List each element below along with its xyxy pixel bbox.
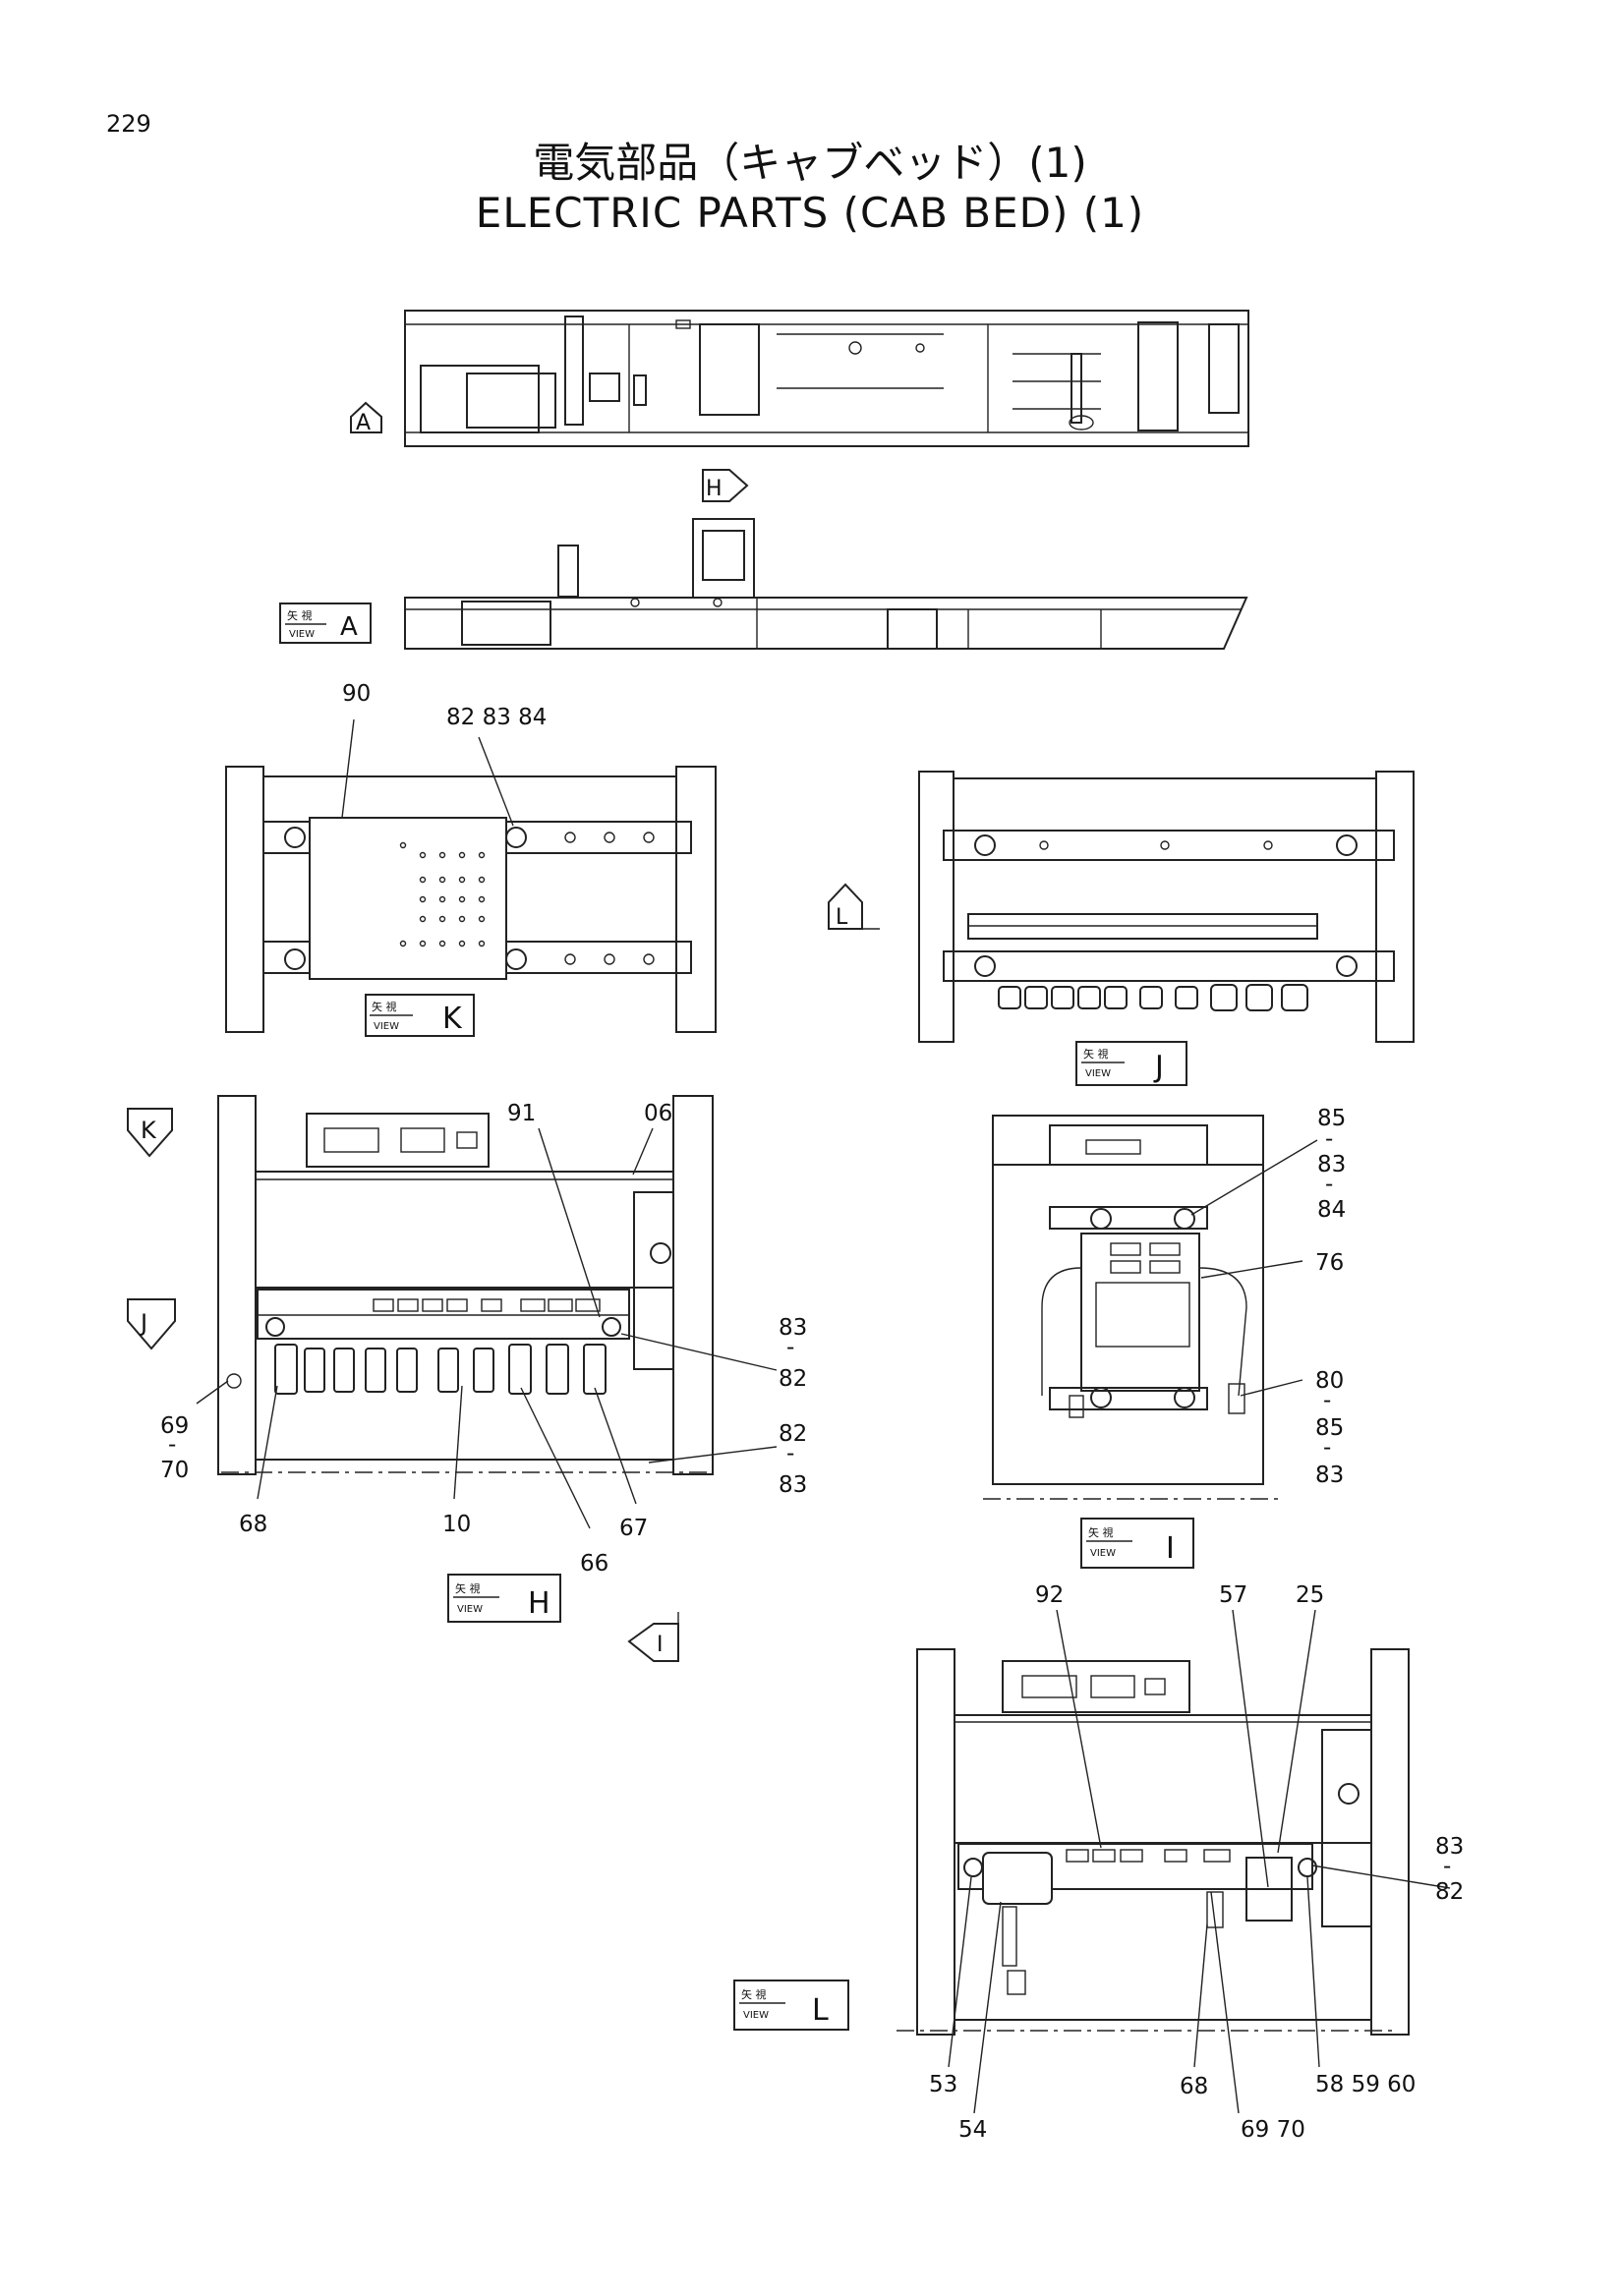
callout-dash-i-a: -	[1325, 1126, 1333, 1152]
view-l-en: VIEW	[743, 2010, 769, 2021]
view-j-letter: J	[1153, 1050, 1164, 1084]
view-label-i: 矢 視 VIEW I	[1080, 1518, 1194, 1569]
view-label-l: 矢 視 VIEW L	[733, 1980, 849, 2031]
arrow-view-k: K	[127, 1108, 173, 1158]
callout-dash-h-c: -	[786, 1441, 794, 1466]
callout-83b-i: 83	[1315, 1463, 1344, 1488]
title-japanese: 電気部品（キャブベッド）(1)	[533, 139, 1087, 187]
page-number: 229	[106, 110, 151, 138]
callout-68-h: 68	[239, 1512, 267, 1537]
callout-82-h: 82	[779, 1366, 807, 1392]
arrow-j-label: J	[139, 1309, 147, 1337]
callout-68-l: 68	[1180, 2074, 1208, 2099]
callout-82-l: 82	[1435, 1879, 1464, 1905]
arrow-h-label: H	[706, 477, 723, 501]
callout-83-h: 83	[779, 1315, 807, 1341]
callout-dash-i-d: -	[1323, 1435, 1331, 1461]
callout-dash-h-b: -	[168, 1432, 176, 1458]
callout-82b-h: 82	[779, 1421, 807, 1447]
arrow-l-label: L	[836, 905, 848, 930]
callout-76-i: 76	[1315, 1250, 1344, 1276]
view-a-jp: 矢 視	[287, 608, 313, 622]
view-j-drawing	[918, 771, 1415, 1043]
callout-83b-h: 83	[779, 1472, 807, 1498]
callout-66-h: 66	[580, 1551, 608, 1577]
top-plan-view	[404, 310, 1249, 447]
view-h-jp: 矢 視	[455, 1581, 481, 1595]
callout-85b-i: 85	[1315, 1415, 1344, 1441]
callout-dash-l: -	[1443, 1854, 1451, 1879]
arrow-i-label: I	[657, 1633, 664, 1657]
callout-57-l: 57	[1219, 1582, 1247, 1608]
callout-dash-h-a: -	[786, 1335, 794, 1360]
view-a-en: VIEW	[289, 629, 315, 640]
view-k-letter: K	[442, 1002, 463, 1036]
view-l-letter: L	[812, 1993, 829, 2028]
arrow-k-label: K	[141, 1117, 157, 1144]
arrow-a-label: A	[356, 411, 371, 435]
arrow-view-j: J	[127, 1298, 176, 1350]
arrow-view-l: L	[828, 883, 880, 930]
side-view-a	[404, 518, 1248, 650]
arrow-view-h: H	[702, 469, 749, 502]
callout-69-h: 69	[160, 1413, 189, 1439]
view-h-en: VIEW	[457, 1604, 483, 1615]
callout-53-l: 53	[929, 2072, 957, 2097]
view-k-jp: 矢 視	[372, 1000, 397, 1013]
view-j-jp: 矢 視	[1083, 1047, 1109, 1061]
view-l-drawing: 92 57 25 83 - 82 53 54 68 69 70 58 59 60	[897, 1582, 1464, 2143]
callout-69-70-l: 69 70	[1241, 2117, 1305, 2143]
view-i-jp: 矢 視	[1088, 1525, 1114, 1539]
callout-25-l: 25	[1296, 1582, 1324, 1608]
callout-91: 91	[507, 1101, 536, 1126]
view-i-letter: I	[1166, 1531, 1175, 1566]
view-h-letter: H	[528, 1586, 550, 1621]
view-l-jp: 矢 視	[741, 1987, 767, 2001]
callout-83-i: 83	[1317, 1152, 1346, 1177]
callout-67-h: 67	[619, 1516, 648, 1541]
view-h-drawing: 91 06 83 - 82 69 - 70 82 - 83 68 10 67 6…	[160, 1095, 807, 1577]
callout-84-i: 84	[1317, 1197, 1346, 1223]
callout-70-h: 70	[160, 1458, 189, 1483]
callout-90: 90	[342, 681, 371, 707]
callout-06: 06	[644, 1101, 672, 1126]
view-i-drawing: 85 - 83 - 84 76 80 - 85 - 83	[983, 1106, 1346, 1500]
view-a-letter: A	[340, 612, 358, 642]
callout-dash-i-c: -	[1323, 1388, 1331, 1413]
view-label-h: 矢 視 VIEW H	[447, 1574, 561, 1623]
view-i-en: VIEW	[1090, 1548, 1116, 1559]
callout-83-l: 83	[1435, 1834, 1464, 1860]
callout-82-83-84: 82 83 84	[446, 705, 547, 730]
arrow-view-a: A	[350, 401, 382, 435]
callout-80-i: 80	[1315, 1368, 1344, 1394]
view-label-j: 矢 視 VIEW J	[1075, 1041, 1187, 1086]
callout-10-h: 10	[442, 1512, 471, 1537]
view-label-a: 矢 視 VIEW A	[279, 603, 372, 644]
view-j-en: VIEW	[1085, 1068, 1111, 1079]
title-english: ELECTRIC PARTS (CAB BED) (1)	[475, 189, 1145, 237]
callout-58-59-60-l: 58 59 60	[1315, 2072, 1416, 2097]
view-k-drawing: 90 82 83 84	[225, 681, 717, 1033]
callout-54-l: 54	[958, 2117, 987, 2143]
callout-dash-i-b: -	[1325, 1172, 1333, 1197]
callout-92-l: 92	[1035, 1582, 1064, 1608]
view-label-k: 矢 視 VIEW K	[365, 994, 475, 1037]
view-k-en: VIEW	[374, 1021, 399, 1032]
arrow-view-i: I	[627, 1612, 679, 1662]
callout-85-i: 85	[1317, 1106, 1346, 1131]
